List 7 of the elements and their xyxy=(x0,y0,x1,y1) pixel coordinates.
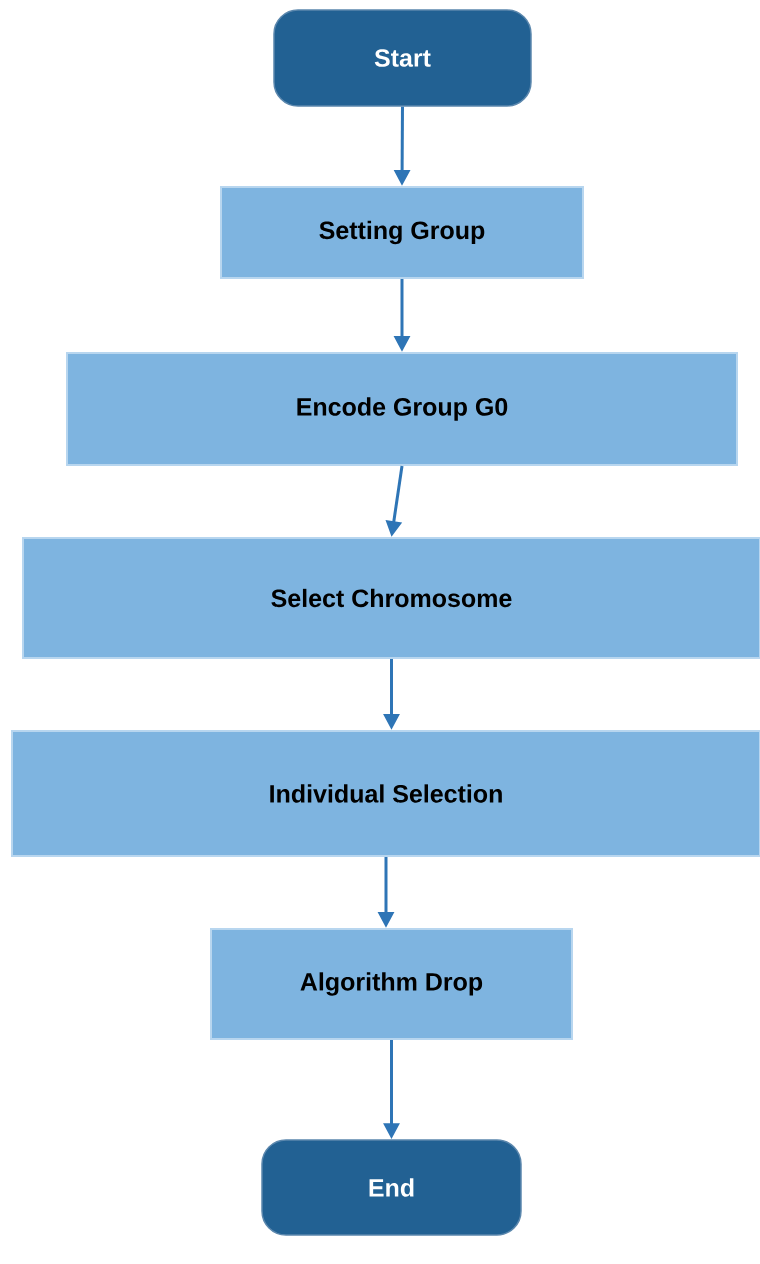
process-box: Select Chromosome xyxy=(22,537,760,659)
process-box: Setting Group xyxy=(220,186,584,279)
process-box: Individual Selection xyxy=(11,730,760,857)
terminal-box: Start xyxy=(273,9,532,107)
process-box: Algorithm Drop xyxy=(210,928,573,1040)
terminal-box: End xyxy=(261,1139,522,1236)
process-box: Encode Group G0 xyxy=(66,352,738,466)
